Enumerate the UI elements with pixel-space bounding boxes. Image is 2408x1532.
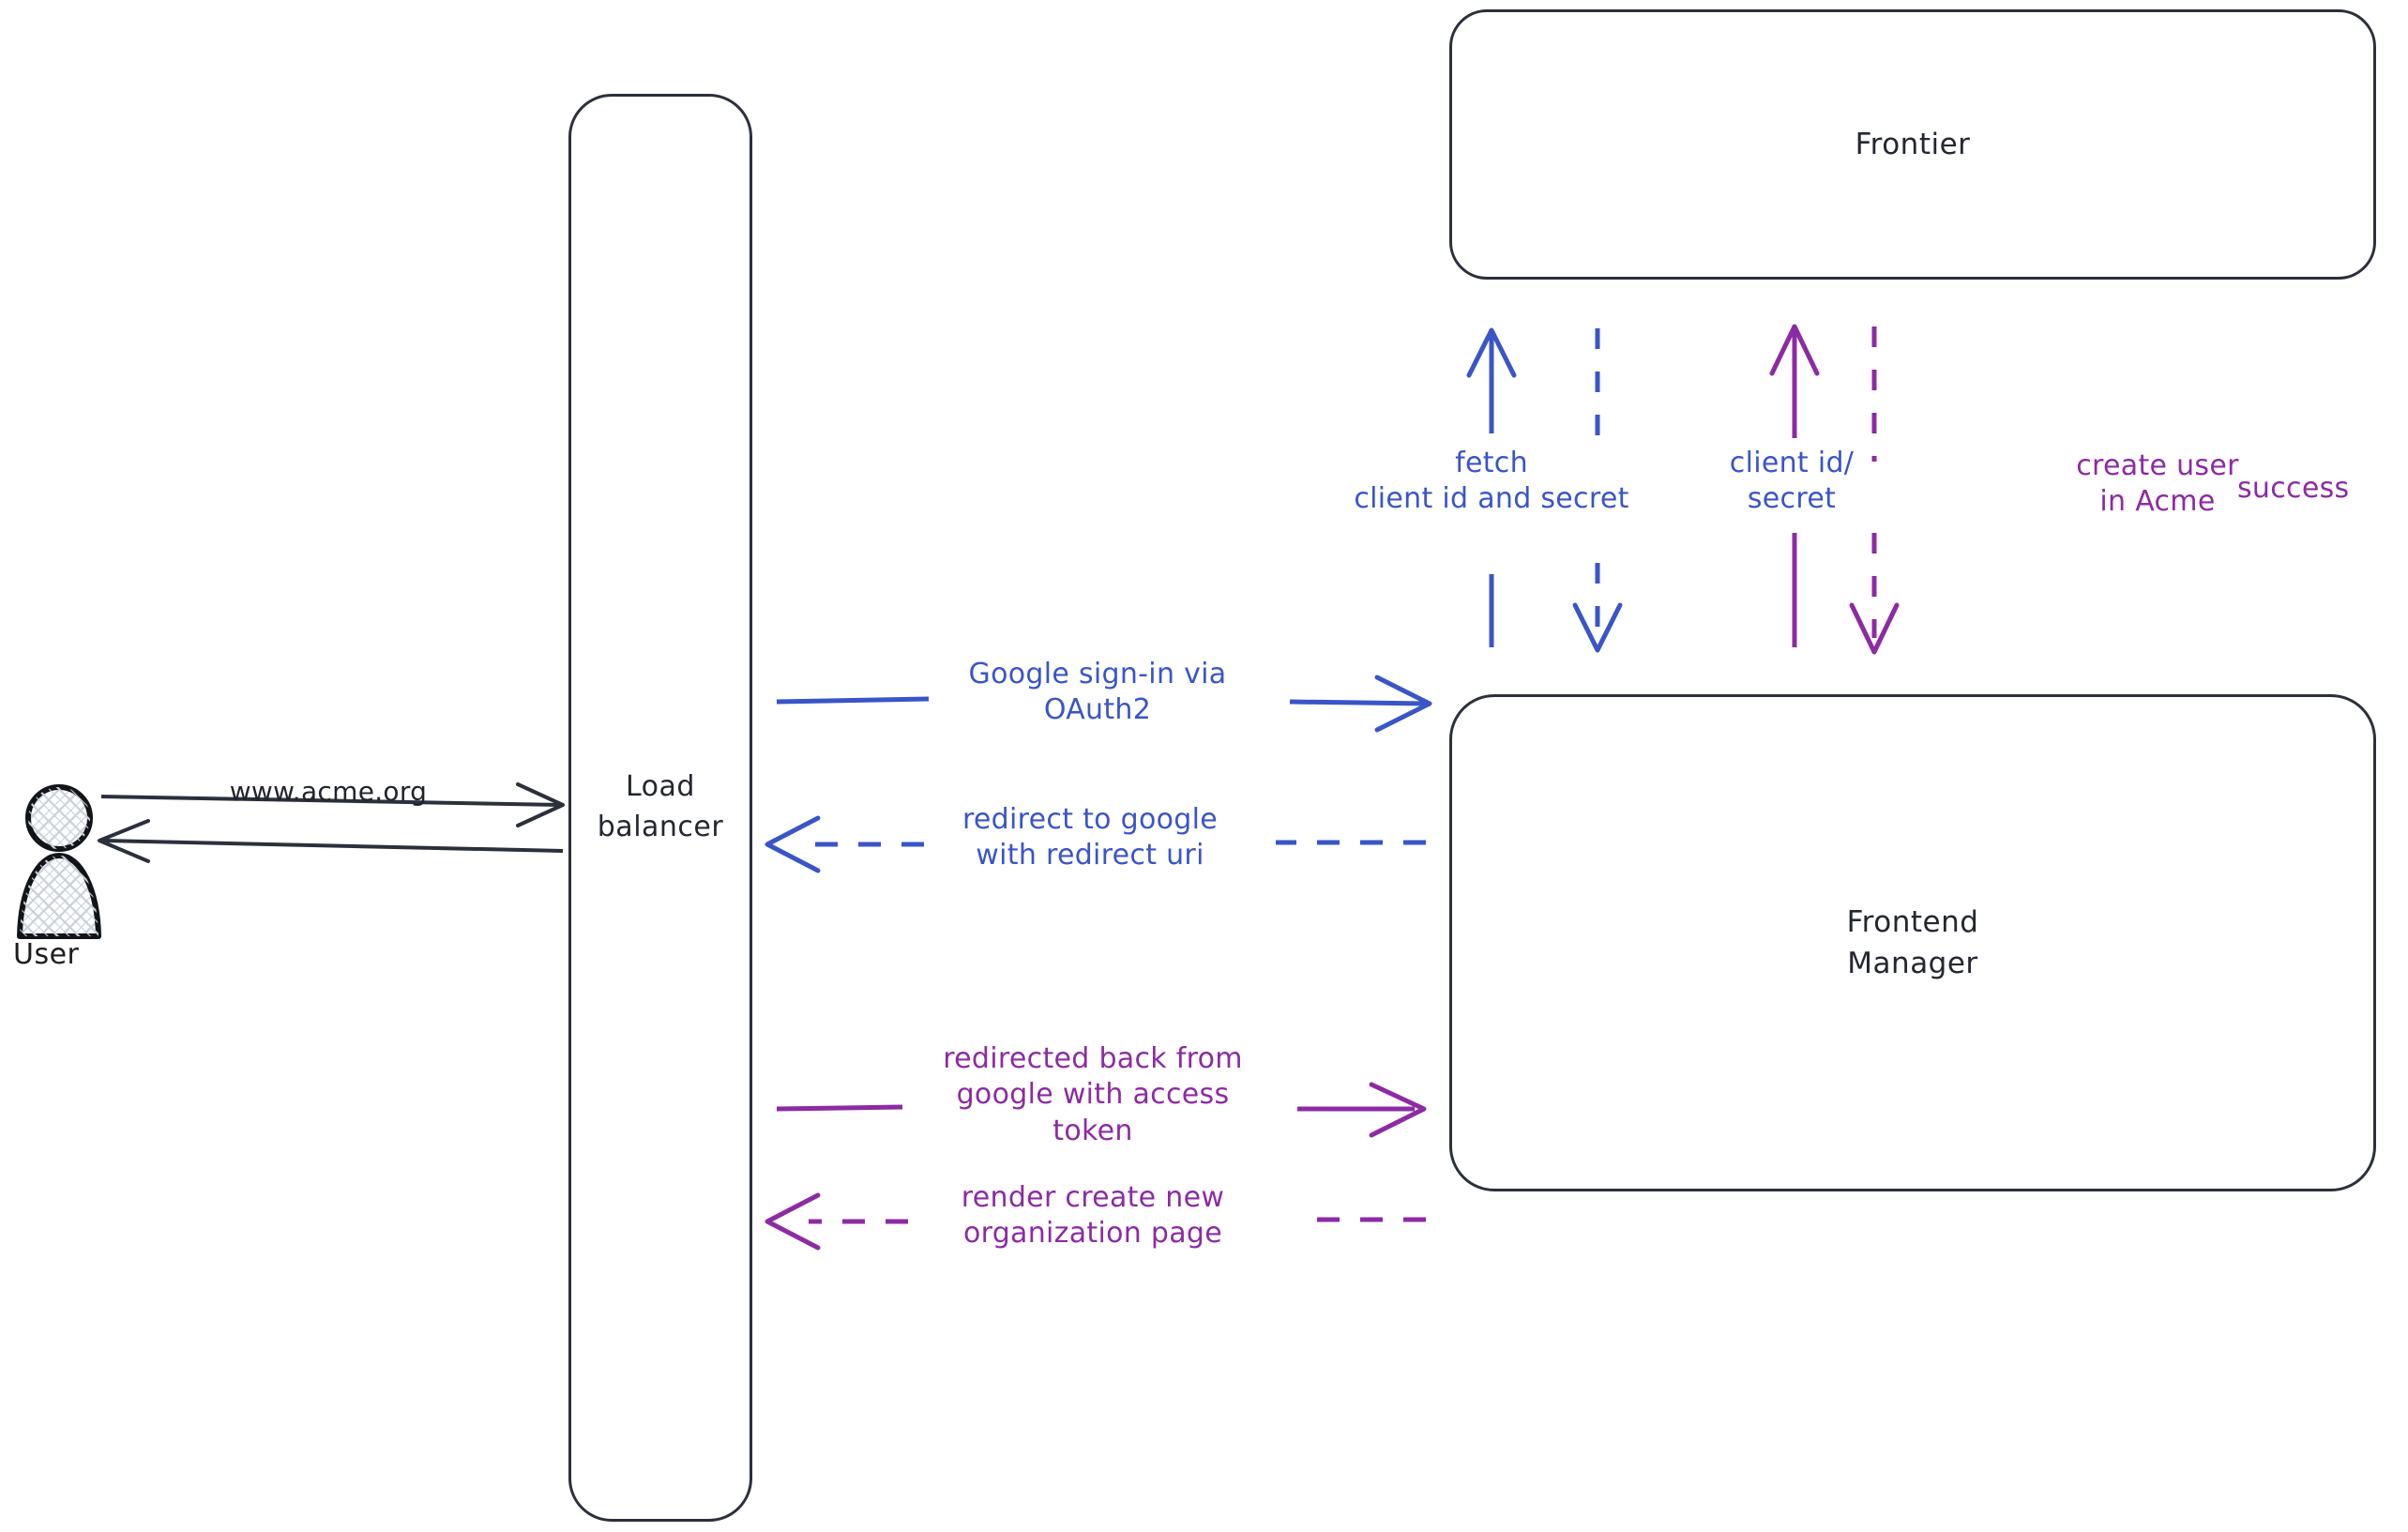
- edge-label-lb-to-fm-token: redirected back from google with access …: [943, 1042, 1243, 1147]
- node-frontend-manager[interactable]: Frontend Manager: [1449, 694, 2376, 1191]
- edge-label-fm-to-lb-redirect: redirect to google with redirect uri: [962, 803, 1219, 872]
- node-load-balancer-label: Load balancer: [597, 770, 724, 843]
- edge-label-frontier-to-fm-creds: client id/ secret: [1729, 447, 1855, 516]
- node-frontend-manager-label: Frontend Manager: [1846, 904, 1979, 980]
- user-actor-label: User: [13, 938, 80, 971]
- node-frontier[interactable]: Frontier: [1449, 9, 2376, 280]
- node-load-balancer[interactable]: Load balancer: [568, 94, 752, 1522]
- edge-label-fm-to-frontier-fetch: fetch client id and secret: [1354, 447, 1629, 516]
- edge-label-fm-to-frontier-create: create user in Acme: [2076, 449, 2239, 519]
- edge-label-lb-to-fm-signin: Google sign-in via OAuth2: [968, 658, 1227, 727]
- edge-label-frontier-to-fm-success: success: [2237, 472, 2350, 505]
- user-actor-icon[interactable]: [17, 779, 129, 976]
- edge-lb-to-user: [98, 819, 564, 863]
- edge-label-user-to-lb: www.acme.org: [229, 776, 428, 807]
- node-frontier-label: Frontier: [1855, 127, 1971, 161]
- edge-label-fm-to-lb-render: render create new organization page: [961, 1181, 1225, 1251]
